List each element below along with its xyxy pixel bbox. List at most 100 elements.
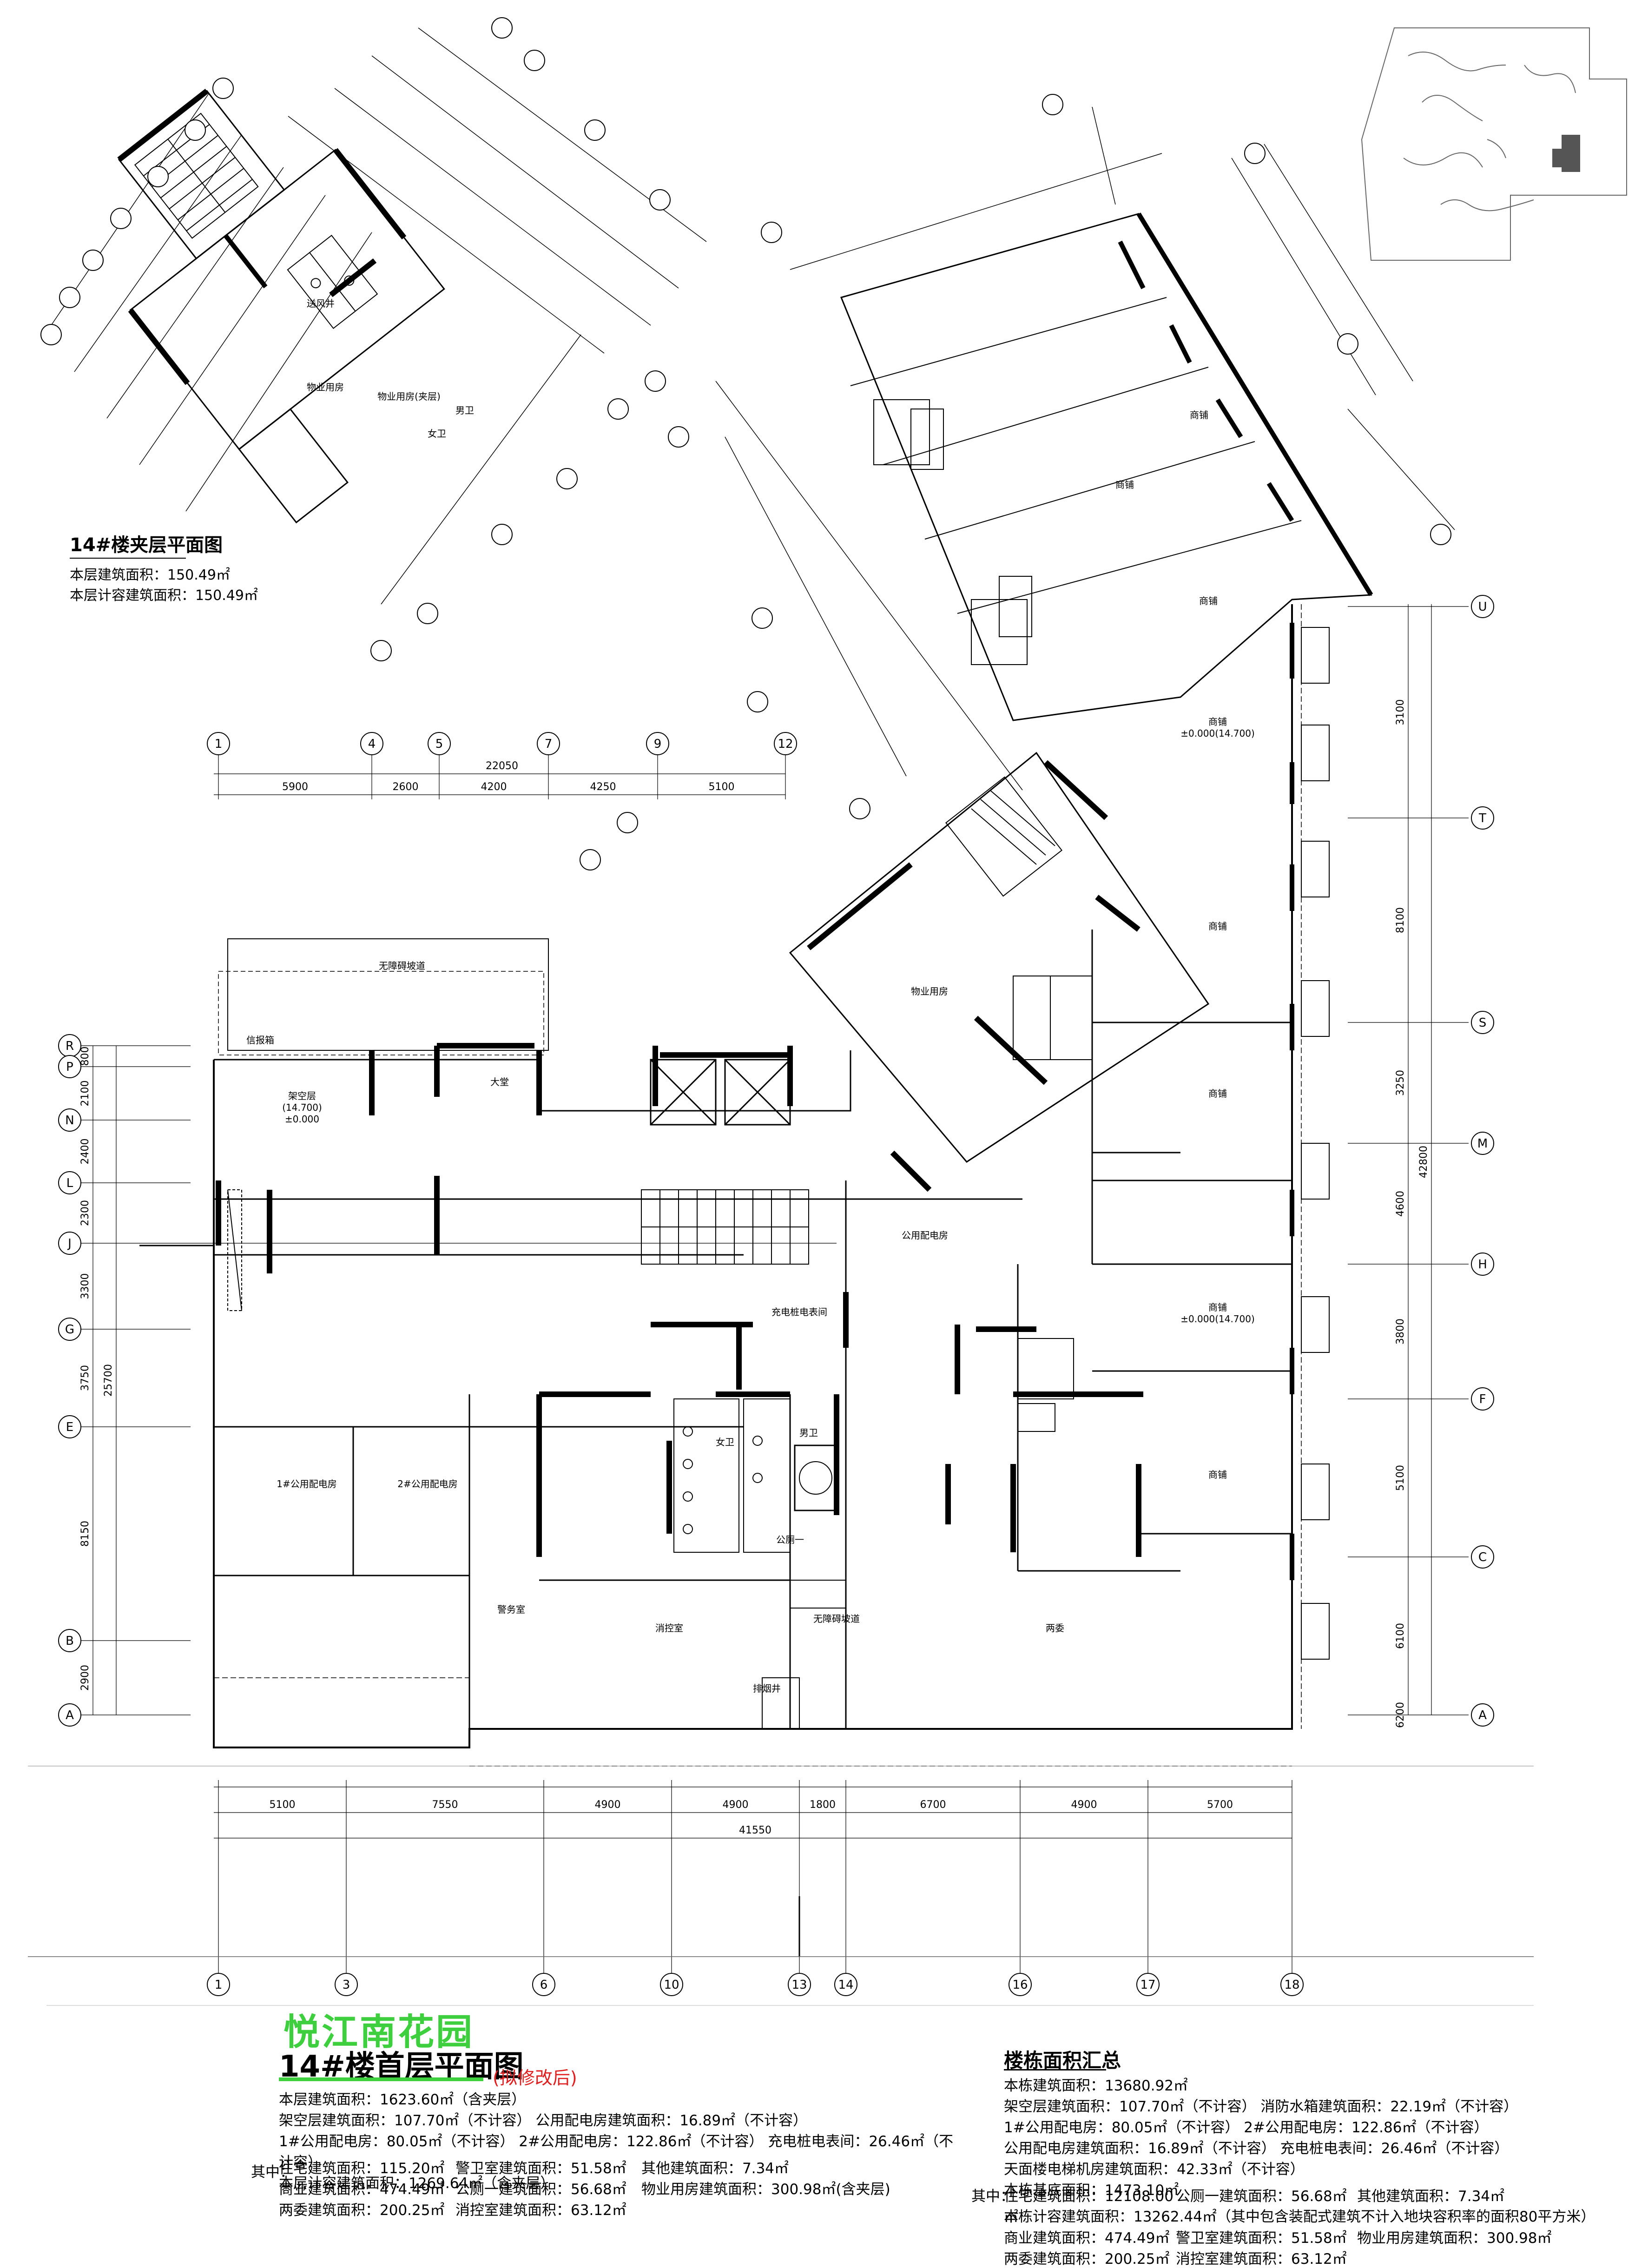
- svg-text:17: 17: [1140, 1978, 1155, 1992]
- mezzanine-plan: [40, 17, 707, 661]
- plan-subtitle: (拟修改后): [493, 2068, 577, 2088]
- room-arcade: 架空层: [288, 1090, 316, 1101]
- grid-bubble-top: 12: [774, 732, 797, 755]
- svg-text:7: 7: [545, 737, 553, 751]
- svg-text:M: M: [1477, 1137, 1488, 1151]
- mezzanine-title-underline: [70, 558, 186, 559]
- shop-label-5: 商铺: [1208, 1469, 1227, 1480]
- shop-elev: ±0.000(14.700): [1180, 1313, 1255, 1325]
- summary-line: 天面楼电梯机房建筑面积：42.33㎡（不计容）: [1004, 2161, 1305, 2178]
- grid-bubble-left: E: [58, 1415, 81, 1438]
- grid-bubble-top: 4: [360, 732, 383, 755]
- grid-bubble-left: G: [58, 1318, 81, 1341]
- room-power-room: 公用配电房: [902, 1230, 948, 1241]
- summary-block: 本栋建筑面积：13680.92㎡ 架空层建筑面积：107.70㎡（不计容） 消防…: [1004, 2074, 1608, 2226]
- breakdown-cell: 公厕一建筑面积：56.68㎡: [455, 2181, 626, 2198]
- summary-breakdown-cell: 其他建筑面积：7.34㎡: [1357, 2188, 1505, 2205]
- grid-bubble-top: 7: [537, 732, 560, 755]
- dimension-left: 2100: [79, 1081, 91, 1107]
- dimension-bottom: 7550: [432, 1799, 458, 1811]
- dimension-right-total: 42800: [1418, 1146, 1430, 1178]
- shop-label-7: 商铺: [1115, 479, 1134, 490]
- grid-bubble-left: P: [58, 1055, 81, 1078]
- breakdown-cell: 住宅建筑面积：115.20㎡: [279, 2160, 445, 2177]
- room-power-1: 1#公用配电房: [277, 1478, 336, 1490]
- shop-label-3: 商铺: [1208, 921, 1227, 932]
- grid-bubble-right: M: [1471, 1132, 1494, 1155]
- grid-bubble-right: F: [1471, 1387, 1494, 1411]
- floor-breakdown-prefix: 其中：: [251, 2164, 294, 2181]
- mezz-room-male: 男卫: [455, 405, 474, 416]
- dimension-bottom: 4900: [1071, 1799, 1097, 1811]
- svg-text:12: 12: [778, 737, 793, 751]
- svg-text:13: 13: [791, 1978, 807, 1992]
- summary-title-underline: [1004, 2069, 1106, 2070]
- shop-label-6: 商铺: [1190, 409, 1208, 421]
- dimension-left: 8150: [79, 1521, 91, 1547]
- svg-text:6: 6: [540, 1978, 548, 1992]
- grid-bubble-bottom: 16: [1009, 1973, 1032, 1996]
- summary-line: 本栋基底面积：1473.10㎡: [1004, 2182, 1179, 2199]
- room-public-wc: 公厕一: [776, 1534, 804, 1545]
- room-arcade-elev: (14.700): [282, 1102, 322, 1113]
- room-male-wc: 男卫: [799, 1427, 818, 1438]
- dimension-top: 4250: [590, 781, 616, 793]
- floor-area-line: 本层计容建筑面积：1269.64㎡（含夹层）: [279, 2175, 555, 2192]
- grid-bubble-left: A: [58, 1703, 81, 1727]
- grid-bubble-bottom: 13: [788, 1973, 811, 1996]
- breakdown-cell: 警卫室建筑面积：51.58㎡: [455, 2160, 626, 2177]
- svg-text:S: S: [1479, 1016, 1487, 1030]
- summary-line: 架空层建筑面积：107.70㎡（不计容） 消防水箱建筑面积：22.19㎡（不计容…: [1004, 2098, 1518, 2115]
- mezzanine-area-line: 本层计容建筑面积：150.49㎡: [70, 587, 258, 604]
- room-power-2: 2#公用配电房: [397, 1478, 457, 1490]
- svg-text:16: 16: [1012, 1978, 1028, 1992]
- breakdown-cell: 消控室建筑面积：63.12㎡: [455, 2202, 626, 2219]
- grid-bubble-bottom: 10: [660, 1973, 683, 1996]
- dimension-top: 2600: [393, 781, 419, 793]
- dimension-bottom: 5700: [1207, 1799, 1233, 1811]
- summary-line: 公用配电房建筑面积：16.89㎡（不计容） 充电桩电表间：26.46㎡（不计容）: [1004, 2140, 1509, 2157]
- floor-area-block: 本层建筑面积：1623.60㎡（含夹层） 架空层建筑面积：107.70㎡（不计容…: [279, 2088, 967, 2192]
- summary-line: 本栋建筑面积：13680.92㎡: [1004, 2077, 1188, 2094]
- svg-text:R: R: [66, 1039, 74, 1053]
- dimension-right: 3250: [1395, 1070, 1406, 1096]
- grid-bubble-right: T: [1471, 806, 1494, 830]
- summary-breakdown-cell: 公厕一建筑面积：56.68㎡: [1176, 2188, 1347, 2205]
- room-female-wc: 女卫: [716, 1437, 734, 1448]
- floor-area-line: 1#公用配电房：80.05㎡（不计容） 2#公用配电房：122.86㎡（不计容）…: [279, 2133, 954, 2171]
- mezzanine-info: 14#楼夹层平面图 本层建筑面积：150.49㎡ 本层计容建筑面积：150.49…: [70, 530, 258, 604]
- svg-text:9: 9: [654, 737, 662, 751]
- shop-elev-2: ±0.000(14.700): [1180, 728, 1255, 739]
- svg-text:18: 18: [1284, 1978, 1299, 1992]
- grid-bubble-top: 5: [428, 732, 451, 755]
- room-lobby: 大堂: [490, 1076, 509, 1088]
- grid-bubble-bottom: 3: [335, 1973, 358, 1996]
- dimension-left: 800: [79, 1047, 91, 1066]
- summary-breakdown-prefix: 其中：: [971, 2188, 1015, 2205]
- summary-breakdown-cell: 两委建筑面积：200.25㎡: [1004, 2251, 1170, 2268]
- dimension-left: 2400: [79, 1139, 91, 1165]
- shop-label-4: 商铺: [1208, 1088, 1227, 1099]
- svg-text:J: J: [67, 1237, 72, 1251]
- dimension-right: 6100: [1395, 1623, 1406, 1649]
- room-charging-meter: 充电桩电表间: [771, 1306, 827, 1318]
- room-police: 警务室: [497, 1604, 525, 1615]
- shop-label: 商铺: [1208, 1302, 1227, 1313]
- dimension-right: 4600: [1395, 1191, 1406, 1217]
- grid-bubble-right: A: [1471, 1703, 1494, 1727]
- dimension-top: 5900: [282, 781, 308, 793]
- summary-breakdown-cell: 商业建筑面积：474.49㎡: [1004, 2230, 1170, 2247]
- grid-bubble-bottom: 6: [532, 1973, 555, 1996]
- dimension-right: 8100: [1395, 907, 1406, 933]
- room-committee: 两委: [1046, 1622, 1064, 1634]
- grid-bubble-left: J: [58, 1232, 81, 1255]
- grid-lines: [28, 604, 1534, 2006]
- summary-breakdown-cell: 消控室建筑面积：63.12㎡: [1176, 2251, 1347, 2268]
- main-floor-plan: [213, 604, 1330, 1767]
- dimension-left: 2300: [79, 1200, 91, 1226]
- svg-text:F: F: [1479, 1392, 1486, 1406]
- svg-text:1: 1: [215, 737, 223, 751]
- grid-bubble-bottom: 17: [1136, 1973, 1160, 1996]
- summary-line: 1#公用配电房：80.05㎡（不计容） 2#公用配电房：122.86㎡（不计容）: [1004, 2119, 1489, 2136]
